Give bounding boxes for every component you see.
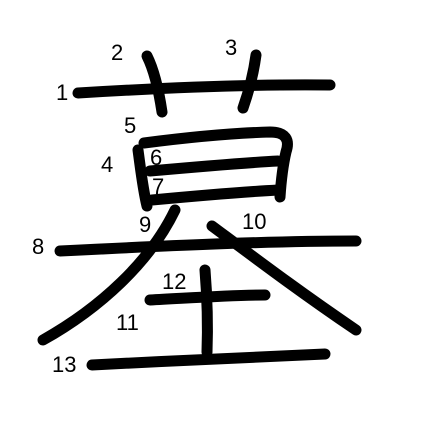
stroke-2 [141, 50, 168, 118]
stroke-number-8: 8 [32, 234, 44, 259]
stroke-3 [237, 49, 262, 114]
stroke-number-4: 4 [101, 152, 113, 177]
stroke-number-13: 13 [52, 352, 76, 377]
stroke-7 [146, 184, 284, 206]
stroke-number-6: 6 [150, 145, 162, 170]
stroke-number-9: 9 [139, 212, 151, 237]
stroke-1 [72, 79, 336, 99]
stroke-13 [86, 348, 331, 371]
stroke-number-11: 11 [116, 310, 139, 335]
stroke-8 [54, 235, 362, 257]
stroke-4 [132, 144, 153, 212]
stroke-number-12: 12 [162, 269, 186, 294]
stroke-number-1: 1 [56, 80, 68, 105]
stroke-5 [138, 126, 293, 203]
stroke-number-10: 10 [242, 209, 266, 234]
stroke-6 [144, 155, 284, 177]
stroke-9 [37, 204, 181, 346]
stroke-12 [199, 264, 213, 358]
stroke-numbers: 1 2 3 4 5 6 7 8 9 10 11 12 13 [32, 35, 266, 377]
stroke-number-3: 3 [225, 35, 237, 60]
stroke-10 [206, 220, 362, 336]
strokes [37, 49, 362, 371]
stroke-number-5: 5 [124, 113, 136, 138]
stroke-number-7: 7 [152, 174, 164, 199]
stroke-number-2: 2 [111, 40, 123, 65]
